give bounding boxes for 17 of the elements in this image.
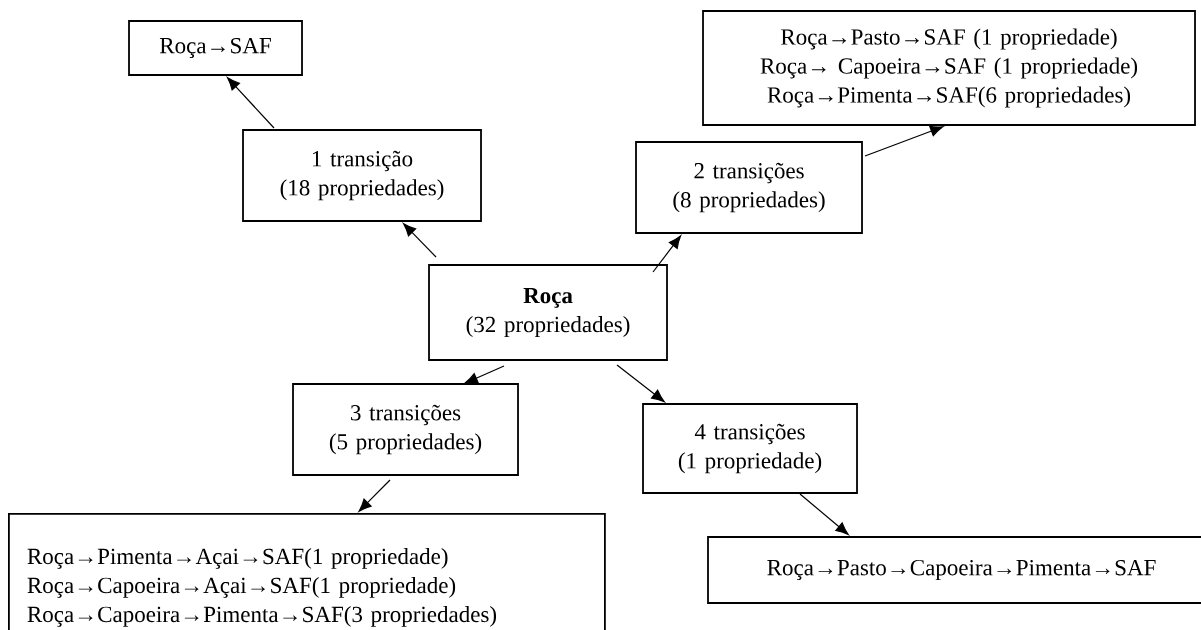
text-box: 1 transição (18 propriedades) xyxy=(242,129,482,222)
arrow xyxy=(616,364,665,403)
arrow xyxy=(227,77,275,129)
text-box: Roça (32 propriedades) xyxy=(428,264,668,361)
arrow xyxy=(358,479,391,512)
text-box: 3 transições (5 propriedades) xyxy=(292,383,519,476)
text-box: 2 transições (8 propriedades) xyxy=(635,141,863,234)
text-box: Roça→Pimenta→Açai→SAF(1 propriedade) Roça→Capoeira→Açai→SAF(1 propriedade) Roça→Capoeira→Pimenta→SAF(3 propriedades) xyxy=(8,513,606,630)
arrow xyxy=(464,365,505,384)
text-box: 4 transições (1 propriedade) xyxy=(642,403,858,494)
text-box: Roça→SAF xyxy=(128,20,303,76)
arrow xyxy=(652,235,682,273)
text-box: Roça→Pasto→Capoeira→Pimenta→SAF xyxy=(707,536,1201,604)
arrow xyxy=(799,493,849,536)
arrow xyxy=(864,125,944,157)
text-box: Roça→Pasto→SAF (1 propriedade) Roça→ Capoeira→SAF (1 propriedade) Roça→Pimenta→SAF(6 propriedades) xyxy=(702,10,1196,126)
arrow xyxy=(403,223,437,258)
